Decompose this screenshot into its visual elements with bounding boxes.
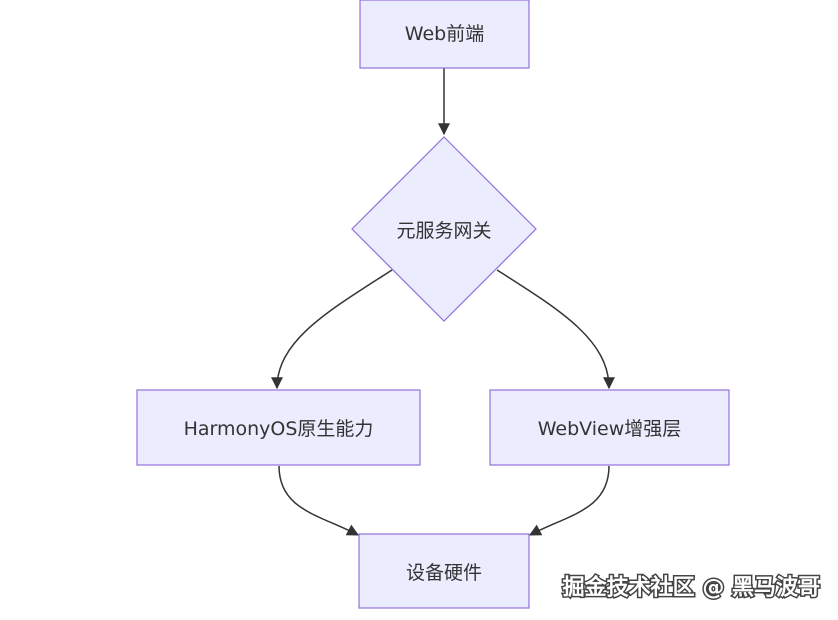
node-webview: WebView增强层 [489, 389, 730, 466]
edge-gateway-to-harmony [271, 269, 393, 390]
edge-gateway-to-webview [496, 269, 615, 390]
node-web-frontend: Web前端 [359, 0, 530, 69]
node-gateway: 元服务网关 [351, 136, 537, 322]
watermark-text: 掘金技术社区 @ 黑马波哥 [563, 575, 820, 601]
node-harmony: HarmonyOS原生能力 [136, 389, 421, 466]
edge-webview-to-hardware [528, 465, 610, 536]
edge-harmony-to-hardware [278, 465, 360, 536]
node-hardware-label: 设备硬件 [406, 562, 482, 584]
node-webview-label: WebView增强层 [538, 418, 682, 440]
node-hardware: 设备硬件 [358, 533, 530, 609]
node-gateway-label: 元服务网关 [396, 220, 491, 242]
node-harmony-label: HarmonyOS原生能力 [184, 418, 374, 440]
node-web-frontend-label: Web前端 [405, 23, 484, 45]
